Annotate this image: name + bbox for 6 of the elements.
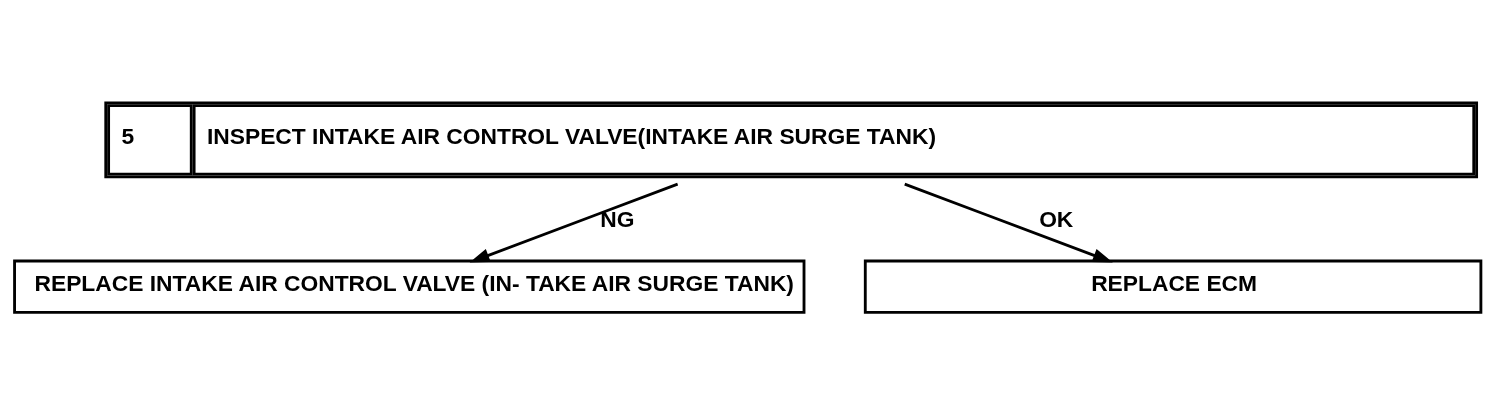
node-box: REPLACE ECM	[863, 259, 1483, 314]
node-box: REPLACE INTAKE AIR CONTROL VALVE (IN- TAKE AIR SURGE TANK)	[13, 259, 806, 314]
arrow	[469, 182, 679, 263]
arrow	[904, 182, 1113, 263]
edge-label: NG	[600, 205, 635, 232]
edge-label: OK	[1039, 205, 1074, 232]
